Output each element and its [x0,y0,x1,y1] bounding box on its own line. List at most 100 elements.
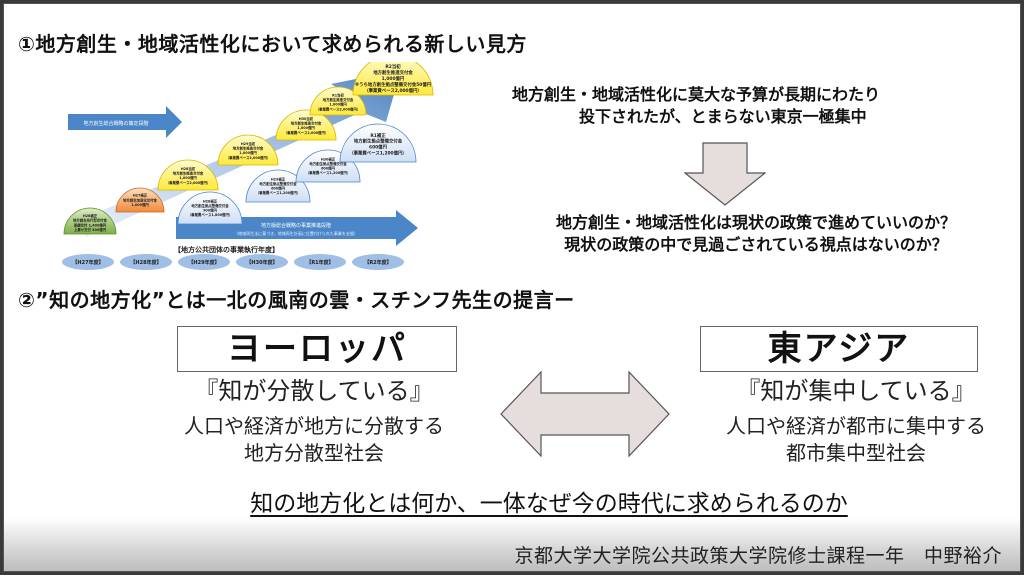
year-label: 【H27年度】 [72,259,103,266]
dome-text: 1,000億円 [297,125,315,130]
dome-text: 1,000億円 [382,75,405,82]
fiscal-caption: 【地方公共団体の事業執行年度】 [174,245,279,254]
dome-text: 地方創生先行型交付金 [73,218,108,223]
strategy-arrow [68,106,182,138]
year-label: 【R2年度】 [364,259,391,266]
dome-text: H30補正 [321,156,336,161]
dome-text: （事業費ベース1,200億円） [306,170,350,175]
dome-shape [352,62,434,96]
promotion-arrow-label: 地方版総合戦略の事業推進段階 [261,222,331,229]
promotion-arrow-sublabel: （地域再生法に基づき、地域再生計画に位置付けられた事業を支援） [234,230,358,236]
dome-text: 地方創生推進交付金 [291,121,322,126]
policy-question-2: 現状の政策の中で見過ごされている視点はないのか？ [564,235,948,254]
budget-statement-line1: 地方創生・地域活性化に莫大な予算が長期にわたり [512,85,881,104]
east-asia-desc: 人口や経済が都市に集中する [726,414,986,438]
year-label: 【H29年度】 [188,259,219,266]
dome-text: R2当初 [385,63,401,70]
year-label: 【H28年度】 [130,259,161,266]
dome-text: 地方創生加速化交付金 [123,197,158,202]
budget-statement: 地方創生・地域活性化に莫大な予算が長期にわたり 投下されたが、とまらない東京一極… [496,84,996,128]
dome-text: 900億円 [203,208,217,213]
conclusion-question: 知の地方化とは何か、一体なぜ今の時代に求められるのか [250,491,848,517]
footer-band [4,518,1020,571]
dome-text: 地方創生拠点整備交付金 [191,203,229,208]
dome-text: （事業費ベース1,200億円） [349,150,407,157]
dome-text: 地方創生推進交付金 [373,69,413,76]
year-label: 【R1年度】 [306,259,333,266]
dome-text: R1当初 [332,93,344,98]
dome-text: 地方創生拠点整備交付金 [354,138,403,145]
dome-shape [275,109,337,141]
dome-text: 1,000億円 [329,102,347,107]
down-arrow-icon [684,142,766,206]
dome-text: 1,000億円 [131,202,149,207]
year-pill [62,254,114,270]
europe-desc: 人口や経済が地方に分散する [184,414,444,438]
section2-title: ②”知の地方化”とは一北の風南の雲・スチンフ先生の提言ー [18,288,575,312]
europe-label-box: ヨーロッパ [177,326,457,372]
bidirectional-arrow-icon [500,371,670,457]
east-asia-quote: 『知が集中している』 [736,377,976,405]
dome-shape [217,134,279,166]
dome-text: 600億円 [271,186,285,191]
dome-text: H27補正 [133,193,148,198]
dome-text: 地方創生拠点整備交付金 [259,181,297,186]
year-pill [120,254,172,270]
dome-text: H29補正 [271,176,286,181]
year-pill [352,254,404,270]
dome-text: 地方創生推進交付金 [323,97,354,102]
dome-text: H29当初 [241,141,256,146]
funding-diagram: 地方創生総合戦略の策定段階 地方版総合戦略の事業推進段階 （地域再生法に基づき、… [56,62,436,274]
dome-text: （事業費ベース2,000億円） [364,87,422,94]
dome-text: H30当初 [299,116,314,121]
year-label: 【H30年度】 [246,259,277,266]
east-asia-label-box: 東アジア [700,326,978,372]
dome-text: 地方創生推進交付金 [233,146,264,151]
year-row: 【H27年度】 【H28年度】 【H29年度】 【H30年度】 【R1年度】 【… [62,254,404,270]
europe-column: 『知が分散している』 人口や経済が地方に分散する 地方分散型社会 [134,374,494,466]
year-pill [236,254,288,270]
year-pill [294,254,346,270]
dome-text: （事業費ベース2,000億円） [284,130,328,135]
dome-text: 地方創生推進交付金 [173,171,204,176]
dome-text: （事業費ベース2,000億円） [166,180,210,185]
dome-text: R1補正 [370,132,386,139]
dome-text: 地方創生拠点整備交付金 [309,161,347,166]
policy-question-1: 地方創生・地域活性化は現状の政策で進めていいのか？ [555,213,956,232]
dome-text: （事業費ベース2,000億円） [226,155,270,160]
dome-text: H28補正 [203,198,218,203]
dome-text: 基礎交付 1,400億円 [73,222,107,227]
year-pill [178,254,230,270]
budget-statement-line2: 投下されたが、とまらない東京一極集中 [579,107,867,126]
policy-questions: 地方創生・地域活性化は現状の政策で進めていいのか？ 現状の政策の中で見過ごされて… [498,212,1014,256]
east-asia-column: 『知が集中している』 人口や経済が都市に集中する 都市集中型社会 [684,374,1020,466]
dome-text: （事業費ベース1,200億円） [256,190,300,195]
dome-text: （事業費ベース1,800億円） [188,212,232,217]
dome-text: H26補正 [83,213,98,218]
dome-text: （事業費ベース2,000億円） [316,106,360,111]
section1-title: ①地方創生・地域活性化において求められる新しい見方 [18,32,527,56]
dome-shape [309,86,367,116]
dome-shape [115,187,165,213]
dome-text: ※うち地方創生拠点整備交付金50億円 [355,81,432,88]
dome-text: 600億円 [321,166,335,171]
dome-shape [63,207,117,235]
dome-shape [245,169,311,203]
europe-quote: 『知が分散している』 [194,377,434,405]
funding-diagram-svg: 地方創生総合戦略の策定段階 地方版総合戦略の事業推進段階 （地域再生法に基づき、… [62,62,434,270]
dome-shape [177,191,243,225]
europe-society-type: 地方分散型社会 [244,441,384,465]
dome-text: 1,000億円 [179,175,197,180]
dome-text: H28当初 [181,166,196,171]
strategy-arrow-label: 地方創生総合戦略の策定段階 [83,120,148,127]
